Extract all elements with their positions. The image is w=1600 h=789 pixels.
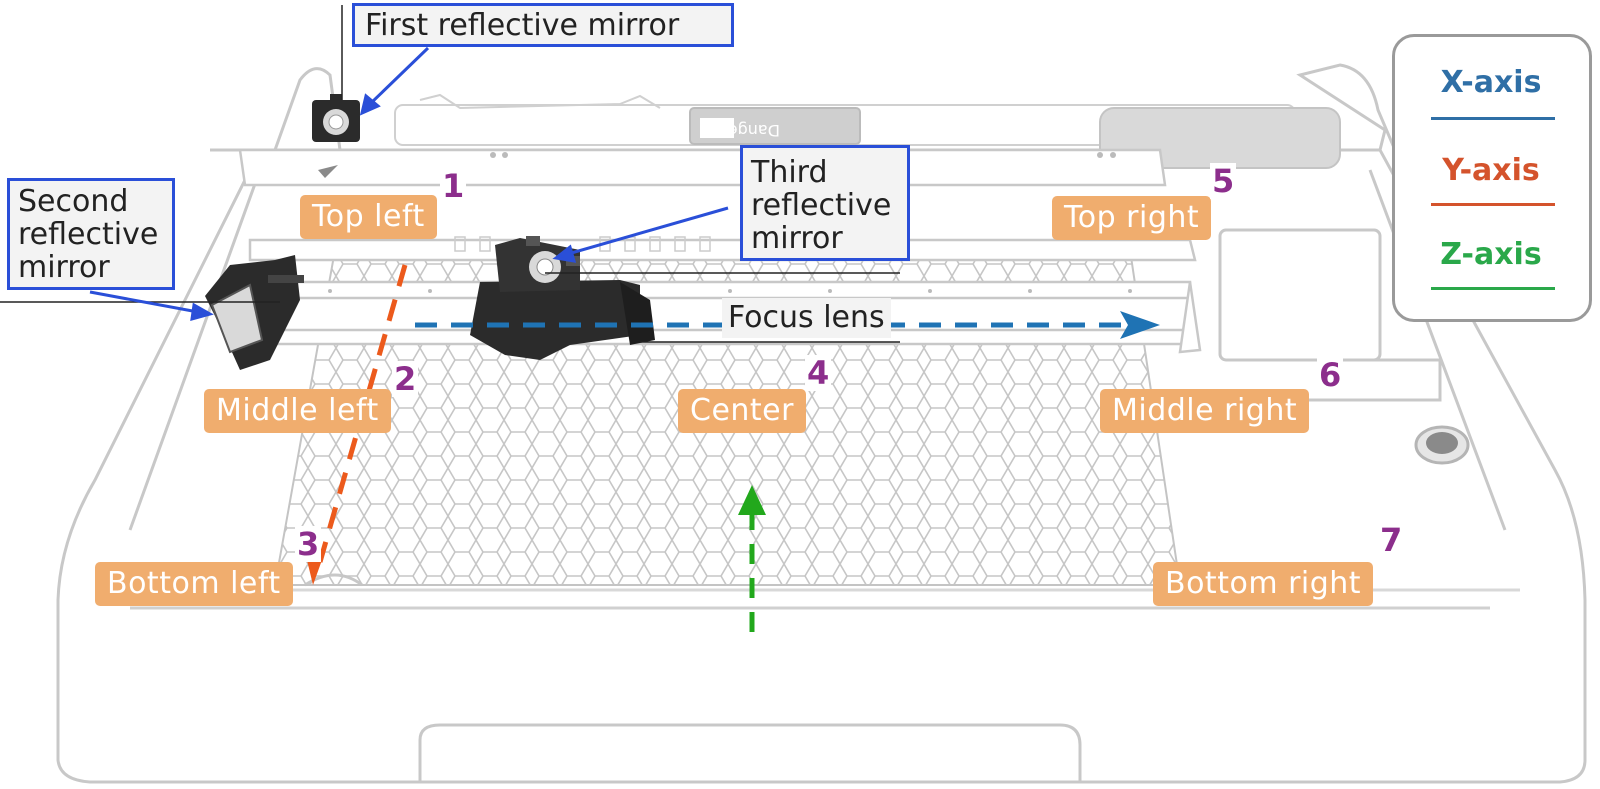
x-axis-arrow xyxy=(415,311,1160,339)
svg-text:Danger!: Danger! xyxy=(715,121,780,140)
position-tag-bottom-left: Bottom left xyxy=(95,562,293,606)
position-number-5: 5 xyxy=(1210,162,1237,200)
laser-tube: Danger! xyxy=(238,93,1341,187)
position-tag-middle-left: Middle left xyxy=(204,389,391,433)
first-mirror-callout: First reflective mirror xyxy=(352,3,734,47)
second-mirror-label-line-1: Second xyxy=(18,184,129,219)
position-number-4: 4 xyxy=(805,354,832,392)
laser-head xyxy=(470,236,655,360)
third-mirror-label-line-2: reflective xyxy=(751,188,892,223)
position-tag-center: Center xyxy=(678,389,806,433)
rail-slots xyxy=(454,236,711,252)
position-tag-top-right: Top right xyxy=(1052,196,1212,240)
focus-lens-label: Focus lens xyxy=(722,298,891,338)
z-axis-arrow xyxy=(738,485,766,632)
legend-x-axis-label: X-axis xyxy=(1440,65,1542,100)
position-tag-bottom-right: Bottom right xyxy=(1153,562,1374,606)
third-mirror-label-line-1: Third xyxy=(751,155,828,190)
position-number-7: 7 xyxy=(1378,521,1405,559)
legend-y-axis-label: Y-axis xyxy=(1442,153,1540,188)
legend-z-axis-line xyxy=(1431,287,1555,290)
first-mirror-mount xyxy=(312,94,360,142)
position-number-6: 6 xyxy=(1317,356,1344,394)
position-number-1: 1 xyxy=(440,167,467,205)
position-tag-middle-right: Middle right xyxy=(1100,389,1310,433)
legend-z-axis-label: Z-axis xyxy=(1440,237,1542,272)
third-mirror-label-line-3: mirror xyxy=(751,221,843,256)
second-mirror-callout: Second reflective mirror xyxy=(7,178,175,290)
position-number-3: 3 xyxy=(295,525,322,563)
second-mirror-label-line-3: mirror xyxy=(18,250,110,285)
third-mirror-callout: Third reflective mirror xyxy=(740,145,910,261)
first-mirror-label: First reflective mirror xyxy=(365,8,680,43)
legend-y-axis-line xyxy=(1431,203,1555,206)
axis-legend: X-axis Y-axis Z-axis xyxy=(1392,34,1592,322)
leader-lines xyxy=(0,5,900,343)
second-mirror-label-line-2: reflective xyxy=(18,217,159,252)
legend-x-axis-line xyxy=(1431,117,1555,120)
position-tag-top-left: Top left xyxy=(300,195,437,239)
callout-arrows xyxy=(89,46,729,322)
position-number-2: 2 xyxy=(392,360,419,398)
second-mirror-mount xyxy=(205,255,304,370)
